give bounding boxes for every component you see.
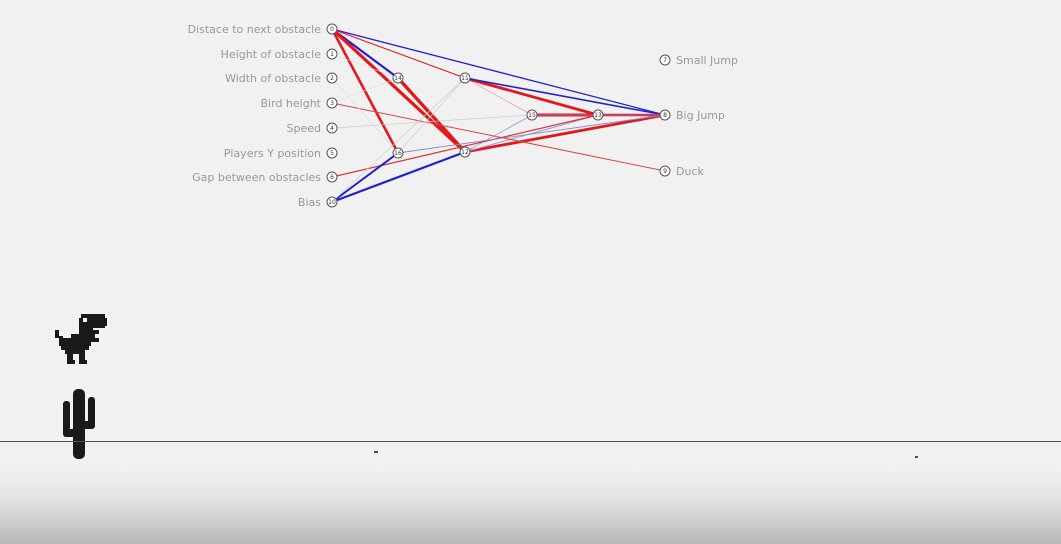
output-label: Big Jump: [676, 109, 725, 122]
node-id-label: 16: [394, 150, 402, 157]
node-id-label: 3: [330, 100, 334, 107]
node-circle: [326, 122, 338, 134]
input-node-10: 10 Bias: [298, 196, 338, 209]
connection-0-11: [331, 28, 466, 79]
node-circle: [392, 147, 404, 159]
input-label: Bias: [298, 196, 321, 209]
node-circle: [326, 147, 338, 159]
node-circle: [326, 171, 338, 183]
node-id-label: 13: [594, 112, 602, 119]
connection-0-12: [330, 27, 467, 154]
node-circle: [592, 109, 604, 121]
output-node-8: 8 Big Jump: [659, 109, 725, 122]
input-node-6: 6 Gap between obstacles: [192, 171, 338, 184]
connection-11-13: [463, 76, 600, 117]
input-label: Players Y position: [224, 147, 321, 160]
node-circle: [326, 97, 338, 109]
node-circle: [659, 54, 671, 66]
hidden-node-13: 13: [592, 109, 604, 121]
node-id-label: 4: [330, 125, 334, 132]
hidden-node-14: 14: [392, 72, 404, 84]
connection-12-13: [464, 114, 599, 153]
node-id-label: 10: [328, 199, 336, 206]
connection-10-12: [330, 150, 467, 204]
node-id-label: 14: [394, 75, 402, 82]
network-nodes: 0 Distace to next obstacle 1 Height of obst…: [188, 23, 738, 209]
connection-10-16: [331, 152, 399, 203]
node-circle: [459, 72, 471, 84]
dino-player-icon: [55, 314, 107, 364]
input-node-1: 1 Height of obstacle: [221, 48, 338, 61]
node-circle: [326, 23, 338, 35]
node-id-label: 1: [330, 51, 334, 58]
input-label: Gap between obstacles: [192, 171, 321, 184]
hidden-node-11: 11: [459, 72, 471, 84]
input-label: Bird height: [261, 97, 322, 110]
ground-pebble: [374, 451, 378, 453]
node-circle: [326, 48, 338, 60]
connection-12-15: [464, 114, 533, 153]
input-label: Speed: [287, 122, 321, 135]
input-node-3: 3 Bird height: [261, 97, 338, 110]
node-id-label: 2: [330, 75, 334, 82]
connection-11-15: [464, 77, 533, 116]
node-circle: [392, 72, 404, 84]
input-node-2: 2 Width of obstacle: [225, 72, 338, 85]
node-id-label: 8: [663, 112, 667, 119]
connection-11-8: [464, 77, 666, 116]
connection-6-13: [331, 114, 599, 178]
connection-4-15: [331, 114, 533, 129]
input-label: Width of obstacle: [225, 72, 321, 85]
hidden-node-16: 16: [392, 147, 404, 159]
output-node-9: 9 Duck: [659, 165, 704, 178]
connection-1-14: [331, 53, 399, 79]
connection-12-8: [463, 113, 667, 154]
input-label: Height of obstacle: [221, 48, 322, 61]
input-label: Distace to next obstacle: [188, 23, 322, 36]
node-id-label: 0: [330, 26, 334, 33]
connection-16-8: [397, 114, 666, 154]
node-id-label: 12: [461, 149, 469, 156]
connection-3-9: [331, 102, 666, 172]
connection-16-11: [397, 77, 466, 154]
connection-10-11: [331, 77, 466, 203]
input-node-0: 0 Distace to next obstacle: [188, 23, 338, 36]
node-id-label: 15: [528, 112, 536, 119]
node-id-label: 7: [663, 57, 667, 64]
network-connections: [330, 27, 667, 204]
cactus-obstacle-icon: [63, 389, 95, 459]
ground-pebble: [915, 456, 918, 458]
node-id-label: 11: [461, 75, 469, 82]
node-circle: [326, 72, 338, 84]
input-node-4: 4 Speed: [287, 122, 338, 135]
hidden-node-15: 15: [526, 109, 538, 121]
connection-0-8: [331, 28, 666, 116]
node-circle: [459, 146, 471, 158]
node-id-label: 6: [330, 174, 334, 181]
node-id-label: 9: [663, 168, 667, 175]
output-label: Duck: [676, 165, 704, 178]
node-circle: [659, 165, 671, 177]
connection-2-16: [331, 77, 399, 154]
node-circle: [526, 109, 538, 121]
node-circle: [659, 109, 671, 121]
connection-3-14: [331, 77, 399, 104]
node-id-label: 5: [330, 150, 334, 157]
input-node-5: 5 Players Y position: [224, 147, 338, 160]
output-node-7: 7 Small Jump: [659, 54, 738, 67]
output-label: Small Jump: [676, 54, 738, 67]
hidden-node-12: 12: [459, 146, 471, 158]
node-circle: [326, 196, 338, 208]
connection-0-16: [330, 27, 400, 155]
ground-line: [0, 441, 1061, 442]
